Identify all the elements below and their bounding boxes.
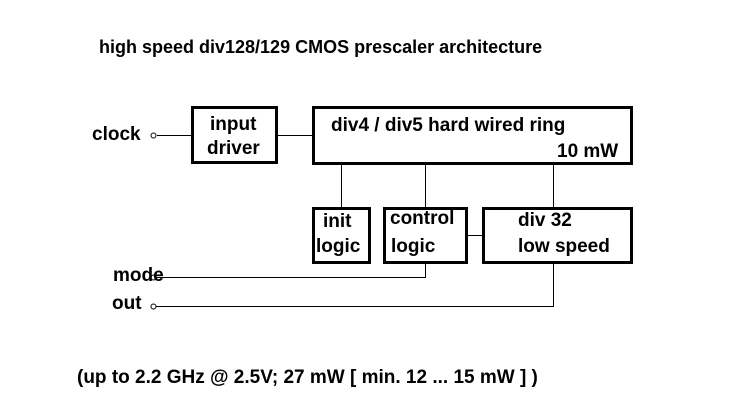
diagram-title: high speed div128/129 CMOS prescaler arc…: [99, 37, 543, 57]
clock-label: clock: [92, 124, 141, 145]
out-label: out: [112, 293, 142, 314]
div32-label-2: low speed: [518, 236, 610, 257]
control-logic-label-1: control: [390, 208, 455, 229]
ring-power-label: 10 mW: [557, 141, 619, 162]
out-terminal-icon: [150, 303, 157, 310]
init-logic-block: [312, 207, 371, 264]
mode-label: mode: [113, 265, 164, 286]
ring-label: div4 / div5 hard wired ring: [331, 115, 566, 136]
control-logic-block: [383, 207, 468, 264]
init-logic-label-2: logic: [316, 236, 361, 257]
div32-label-1: div 32: [518, 210, 572, 231]
out-wire: [156, 264, 554, 307]
ring-block: [312, 106, 633, 165]
input-driver-label-2: driver: [207, 138, 260, 159]
init-logic-label-1: init: [323, 211, 352, 232]
control-logic-label-2: logic: [391, 236, 436, 257]
input-driver-block: [191, 106, 278, 164]
mode-terminal-icon: [150, 274, 157, 281]
div32-block: [482, 207, 633, 264]
clock-terminal-icon: [150, 132, 157, 139]
mode-wire: [156, 264, 426, 278]
input-driver-label-1: input: [210, 114, 257, 135]
specs-footer: (up to 2.2 GHz @ 2.5V; 27 mW [ min. 12 .…: [77, 367, 538, 388]
